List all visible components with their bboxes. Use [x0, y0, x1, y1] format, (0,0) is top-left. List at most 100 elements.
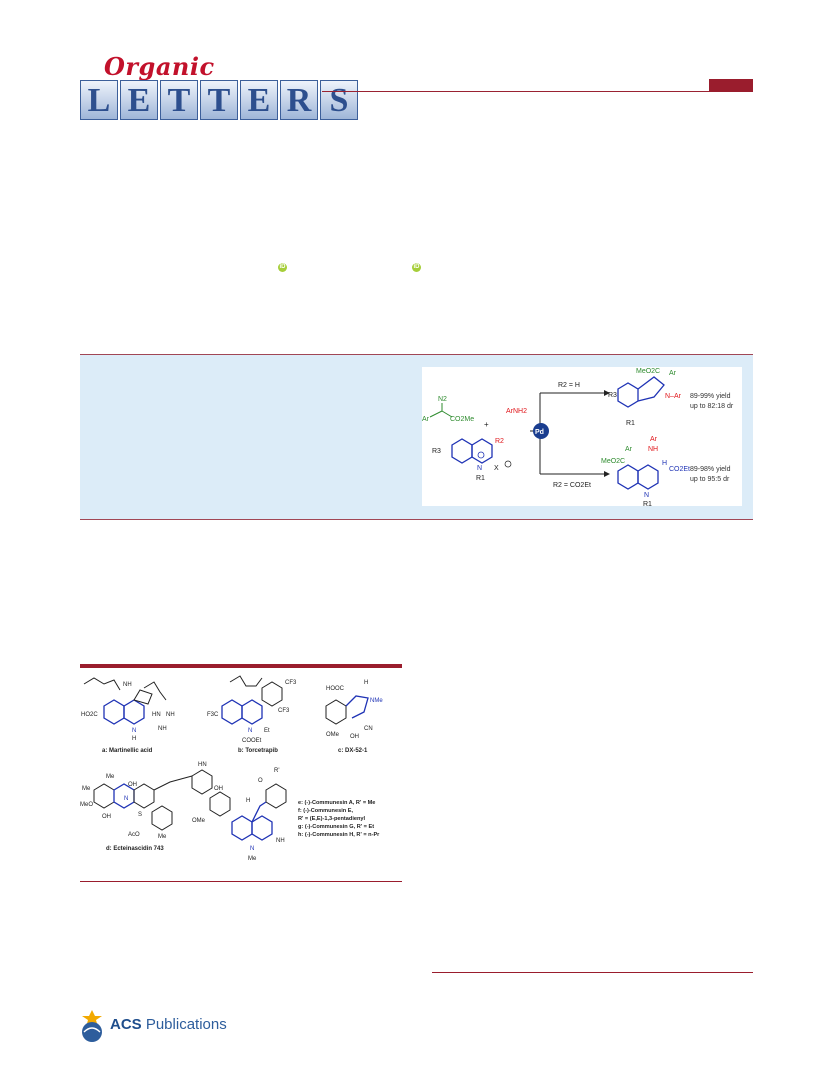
b-f3c: F3C — [207, 712, 219, 718]
c-oh: OH — [350, 734, 359, 740]
a-piperidine-ring — [123, 699, 145, 725]
quinolinium-r2: R2 — [495, 438, 504, 445]
cation-symbol — [477, 451, 485, 459]
bottom-product-nh-ar: Ar — [650, 436, 658, 443]
journal-logo-tiles: L E T T E R S — [80, 80, 358, 122]
e-o: O — [258, 778, 263, 784]
logo-letter: L — [80, 80, 118, 120]
e-indoline-ring — [231, 815, 253, 841]
d-oh2: OH — [102, 814, 111, 820]
e-n: N — [250, 846, 254, 852]
a-hn: HN — [152, 712, 161, 718]
d-aco: AcO — [128, 832, 140, 838]
c-nme: NMe — [370, 698, 383, 704]
quinolinium-r1: R1 — [476, 475, 485, 482]
bottom-product-ar: Ar — [625, 446, 633, 453]
a-nh-low: NH — [158, 726, 167, 732]
acs-label-bold: ACS — [110, 1016, 142, 1033]
bottom-yield: 89-98% yield — [690, 466, 731, 473]
top-dr: up to 82:18 dr — [690, 403, 734, 410]
a-benzene-ring — [103, 699, 125, 725]
b-benzene-ring — [221, 699, 243, 725]
a-ho2c: HO2C — [81, 712, 98, 718]
d-hn: HN — [198, 762, 207, 768]
aniline-label: ArNH2 — [506, 408, 527, 415]
d-me1: Me — [82, 786, 91, 792]
b-n: N — [248, 728, 252, 734]
top-product-bridge — [637, 376, 665, 402]
a-nh-top: NH — [123, 682, 132, 688]
acs-globe-arc — [83, 1027, 101, 1033]
natural-products-structures: NH HO2C HN NH NH N H a: Martinellic acid… — [80, 675, 383, 862]
top-product-ring — [617, 382, 639, 408]
d-s: S — [138, 812, 142, 818]
f-line-2: R' = (E,E)-1,3-pentadienyl — [298, 816, 366, 822]
d-lower-ring — [151, 805, 173, 831]
c-hooc: HOOC — [326, 686, 345, 692]
acs-label-rest: Publications — [141, 1016, 227, 1033]
a-n: N — [132, 728, 136, 734]
d-aryl-ring — [93, 783, 115, 809]
top-product-r1: R1 — [626, 420, 635, 427]
d-fused-ring — [133, 783, 155, 809]
e-linker — [251, 801, 267, 823]
diazo-ester: CO2Me — [450, 416, 474, 423]
journal-logo: Organic L E T T E R S — [80, 52, 358, 120]
top-product-ar: Ar — [669, 370, 677, 377]
d-oh1: OH — [128, 782, 137, 788]
bottom-product-ring-a — [617, 464, 639, 490]
c-aryl-ring — [325, 699, 347, 725]
bottom-condition: R2 = CO2Et — [553, 482, 591, 489]
orcid-icon[interactable]: iD — [278, 263, 287, 272]
e-h: H — [246, 798, 250, 804]
header-rule — [322, 91, 753, 92]
c-ome: OMe — [326, 732, 340, 738]
figure-bottom-rule — [80, 881, 402, 882]
anion-symbol — [504, 460, 512, 468]
logo-letter: E — [120, 80, 158, 120]
quinolinium-n: N — [477, 465, 482, 472]
bottom-product-nh: NH — [648, 446, 658, 453]
d-me2: Me — [106, 774, 115, 780]
pd-catalyst-label: Pd — [535, 429, 544, 436]
d-me3: Me — [158, 834, 167, 840]
header-tab — [709, 79, 753, 92]
c-bridged-ring — [345, 695, 369, 719]
top-condition: R2 = H — [558, 382, 580, 389]
e-fused-ring — [251, 815, 273, 841]
a-prenyl-chain — [143, 681, 167, 701]
b-cf3-bottom: CF3 — [278, 708, 290, 714]
diazo-ar: Ar — [422, 416, 430, 423]
a-label: a: Martinellic acid — [102, 748, 153, 754]
a-prenyl-chain — [83, 677, 121, 691]
arrow-head — [604, 390, 610, 396]
e-line: e: (-)-Communesin A, R' = Me — [298, 800, 375, 806]
acs-star-shape — [82, 1010, 102, 1027]
orcid-icon[interactable]: iD — [412, 263, 421, 272]
f-line: f: (-)-Communesin E, — [298, 808, 353, 814]
pd-catalyst-badge — [533, 423, 549, 439]
diazo-bond — [441, 410, 453, 418]
arrow-head — [604, 471, 610, 477]
diazo-bond — [429, 410, 443, 418]
quinolinium-r3: R3 — [432, 448, 441, 455]
a-pyrrolidine-ring — [133, 689, 153, 705]
d-n: N — [124, 796, 128, 802]
bottom-product-n: N — [644, 492, 649, 499]
top-product-n-ar: N–Ar — [665, 393, 682, 400]
b-side-chain — [229, 675, 263, 687]
b-aryl-ring — [261, 681, 283, 707]
natural-products-figure: NH HO2C HN NH NH N H a: Martinellic acid… — [80, 672, 402, 876]
top-product-ester: MeO2C — [636, 368, 660, 375]
logo-letter: T — [160, 80, 198, 120]
footnote-rule — [432, 972, 753, 973]
diazo-n2: N2 — [438, 396, 447, 403]
acs-emblem-icon — [82, 1010, 102, 1042]
bottom-product-co2et: CO2Et — [669, 466, 690, 473]
b-cooet: COOEt — [242, 738, 262, 744]
d-linker — [153, 775, 193, 791]
logo-letter: S — [320, 80, 358, 120]
g-line: g: (-)-Communesin G, R' = Et — [298, 824, 374, 830]
journal-logo-script: Organic — [104, 52, 215, 81]
bottom-product-r1: R1 — [643, 501, 652, 506]
